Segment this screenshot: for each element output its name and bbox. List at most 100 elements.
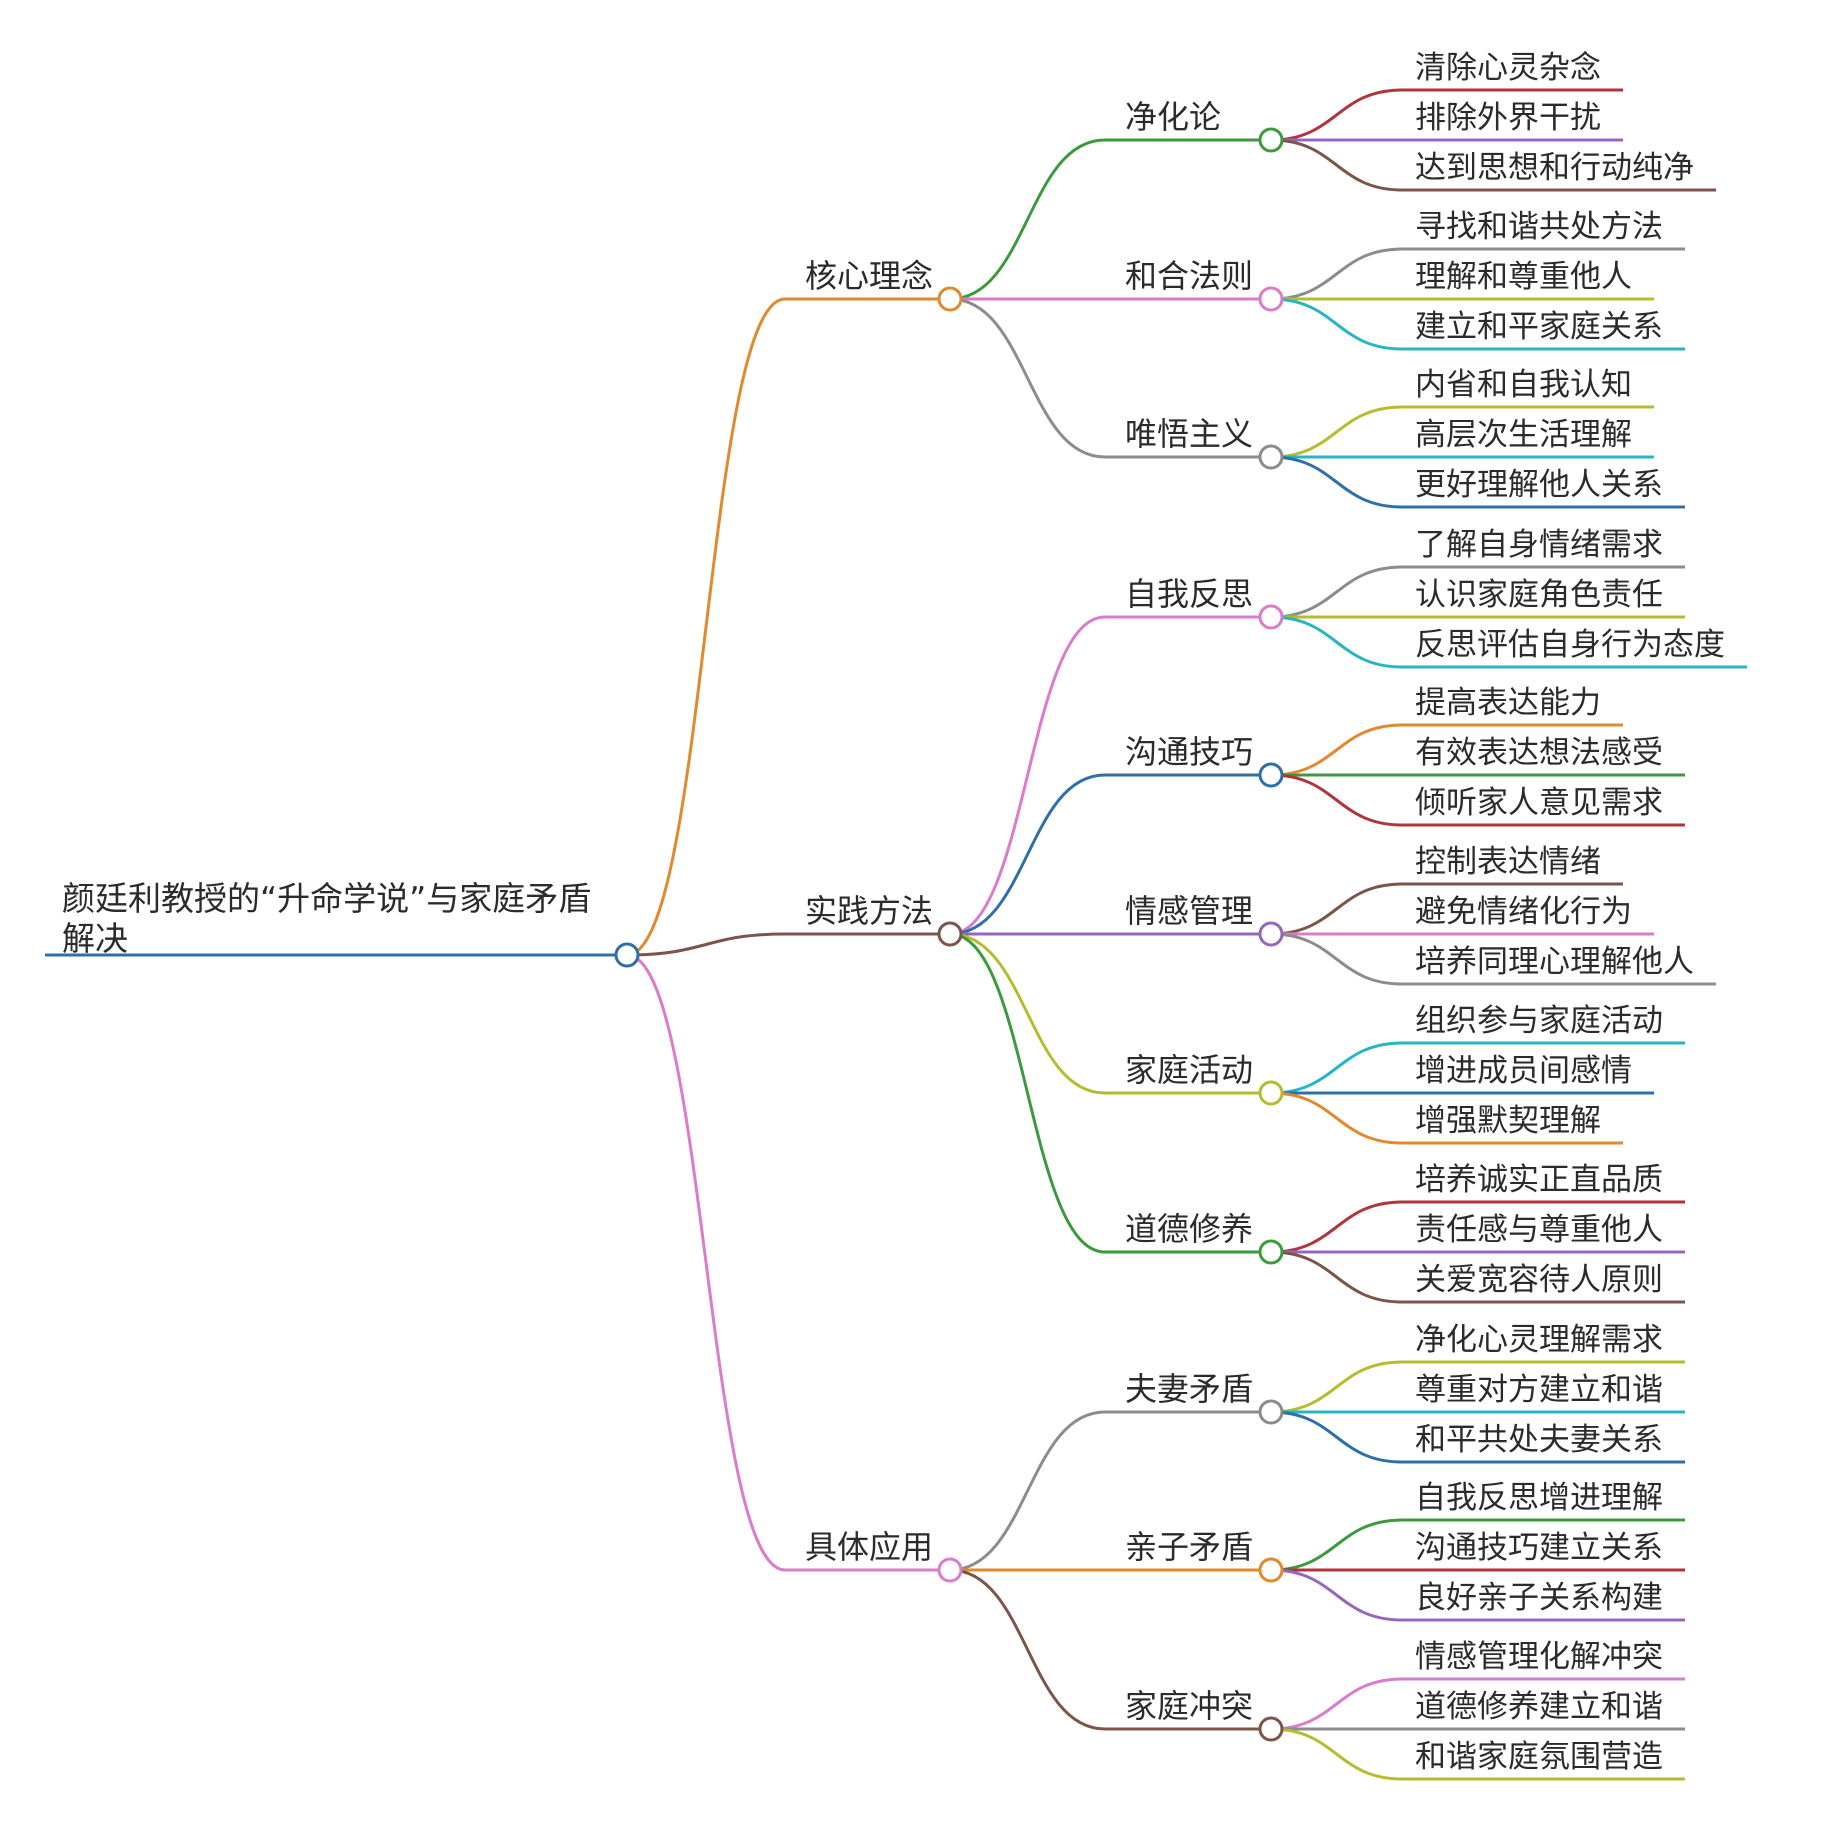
topic-label: 亲子矛盾 [1125, 1528, 1253, 1566]
leaf-label: 提高表达能力 [1415, 685, 1601, 721]
leaf-label: 和平共处夫妻关系 [1415, 1422, 1663, 1458]
topic-link [949, 932, 1106, 1254]
leaf-label: 培养诚实正直品质 [1415, 1162, 1663, 1198]
leaf-label: 认识家庭角色责任 [1415, 577, 1663, 613]
leaf-link [1270, 297, 1403, 351]
leaf-label: 清除心灵杂念 [1415, 50, 1601, 86]
branch-label: 实践方法 [805, 892, 933, 930]
leaf-link [1270, 1677, 1403, 1731]
topic-link [949, 138, 1106, 301]
leaf-label: 内省和自我认知 [1415, 367, 1632, 403]
topic-link [949, 1410, 1106, 1572]
leaf-label: 自我反思增进理解 [1415, 1480, 1663, 1516]
leaf-label: 寻找和谐共处方法 [1415, 209, 1663, 245]
leaf-link [1270, 88, 1403, 142]
leaf-label: 道德修养建立和谐 [1415, 1689, 1663, 1725]
topic-node-dot[interactable] [1258, 1080, 1284, 1106]
leaf-link [1270, 405, 1403, 459]
topic-label: 夫妻矛盾 [1125, 1370, 1253, 1408]
topic-node-dot[interactable] [1258, 286, 1284, 312]
topic-label: 自我反思 [1125, 575, 1253, 613]
leaf-label: 沟通技巧建立关系 [1415, 1530, 1663, 1566]
leaf-label: 增进成员间感情 [1415, 1053, 1632, 1089]
leaf-label: 组织参与家庭活动 [1415, 1003, 1663, 1039]
topic-link [949, 932, 1106, 1095]
branch-node-dot[interactable] [937, 286, 963, 312]
topic-label: 家庭冲突 [1125, 1687, 1253, 1725]
topic-link [949, 615, 1106, 936]
leaf-link [1270, 882, 1403, 936]
leaf-link [1270, 1250, 1403, 1304]
topic-label: 和合法则 [1125, 257, 1253, 295]
topic-label: 家庭活动 [1125, 1051, 1253, 1089]
root-title-line-1: 颜廷利教授的“升命学说”与家庭矛盾 [62, 879, 591, 918]
branch-label: 具体应用 [805, 1528, 933, 1566]
root-node-dot[interactable] [614, 942, 640, 968]
topic-node-dot[interactable] [1258, 921, 1284, 947]
leaf-label: 了解自身情绪需求 [1415, 527, 1663, 563]
leaf-label: 尊重对方建立和谐 [1415, 1372, 1663, 1408]
root-node[interactable]: 颜廷利教授的“升命学说”与家庭矛盾 解决 [62, 879, 591, 958]
branch-link [626, 953, 786, 1572]
root-title-line-2: 解决 [62, 919, 128, 958]
branch-node-dot[interactable] [937, 1557, 963, 1583]
leaf-label: 控制表达情绪 [1415, 844, 1601, 880]
leaf-label: 倾听家人意见需求 [1415, 785, 1663, 821]
topic-label: 情感管理 [1125, 892, 1253, 930]
leaf-label: 达到思想和行动纯净 [1415, 150, 1694, 186]
leaf-link [1270, 455, 1403, 509]
leaf-label: 更好理解他人关系 [1415, 467, 1663, 503]
branch-node-dot[interactable] [937, 921, 963, 947]
topic-node-dot[interactable] [1258, 1716, 1284, 1742]
topic-link [949, 297, 1106, 459]
topic-node-dot[interactable] [1258, 762, 1284, 788]
leaf-label: 排除外界干扰 [1415, 100, 1601, 136]
leaf-label: 理解和尊重他人 [1415, 259, 1632, 295]
branch-link [626, 297, 786, 957]
topic-node-dot[interactable] [1258, 604, 1284, 630]
leaf-link [1270, 773, 1403, 827]
links-layer [45, 88, 1747, 1781]
leaf-link [1270, 138, 1403, 192]
leaf-label: 培养同理心理解他人 [1415, 944, 1694, 980]
leaf-link [1270, 1727, 1403, 1781]
leaf-label: 情感管理化解冲突 [1415, 1639, 1663, 1675]
leaf-label: 责任感与尊重他人 [1415, 1212, 1663, 1248]
leaf-link [1270, 1091, 1403, 1145]
leaf-label: 避免情绪化行为 [1415, 894, 1632, 930]
leaf-label: 关爱宽容待人原则 [1415, 1262, 1663, 1298]
leaf-label: 良好亲子关系构建 [1415, 1580, 1663, 1616]
leaf-label: 净化心灵理解需求 [1415, 1322, 1663, 1358]
leaf-link [1270, 1041, 1403, 1095]
leaf-link [1270, 1568, 1403, 1622]
topic-link [949, 1568, 1106, 1731]
leaf-label: 反思评估自身行为态度 [1415, 627, 1725, 663]
leaf-label: 增强默契理解 [1415, 1103, 1601, 1139]
leaf-link [1270, 1410, 1403, 1464]
topic-label: 净化论 [1125, 98, 1221, 136]
topic-node-dot[interactable] [1258, 1399, 1284, 1425]
branch-label: 核心理念 [805, 257, 933, 295]
topic-label: 道德修养 [1125, 1210, 1253, 1248]
leaf-link [1270, 615, 1403, 669]
leaf-link [1270, 1360, 1403, 1414]
topic-node-dot[interactable] [1258, 127, 1284, 153]
leaf-link [1270, 1518, 1403, 1572]
topic-node-dot[interactable] [1258, 1239, 1284, 1265]
branch-link [626, 932, 786, 957]
leaf-label: 高层次生活理解 [1415, 417, 1632, 453]
leaf-link [1270, 723, 1403, 777]
leaf-label: 和谐家庭氛围营造 [1415, 1739, 1663, 1775]
topic-link [949, 773, 1106, 936]
topic-node-dot[interactable] [1258, 1557, 1284, 1583]
leaf-link [1270, 1200, 1403, 1254]
leaf-link [1270, 932, 1403, 986]
leaf-link [1270, 247, 1403, 301]
leaf-label: 建立和平家庭关系 [1415, 309, 1663, 345]
topic-label: 唯悟主义 [1125, 415, 1253, 453]
leaf-label: 有效表达想法感受 [1415, 735, 1663, 771]
topic-node-dot[interactable] [1258, 444, 1284, 470]
topic-label: 沟通技巧 [1125, 733, 1253, 771]
